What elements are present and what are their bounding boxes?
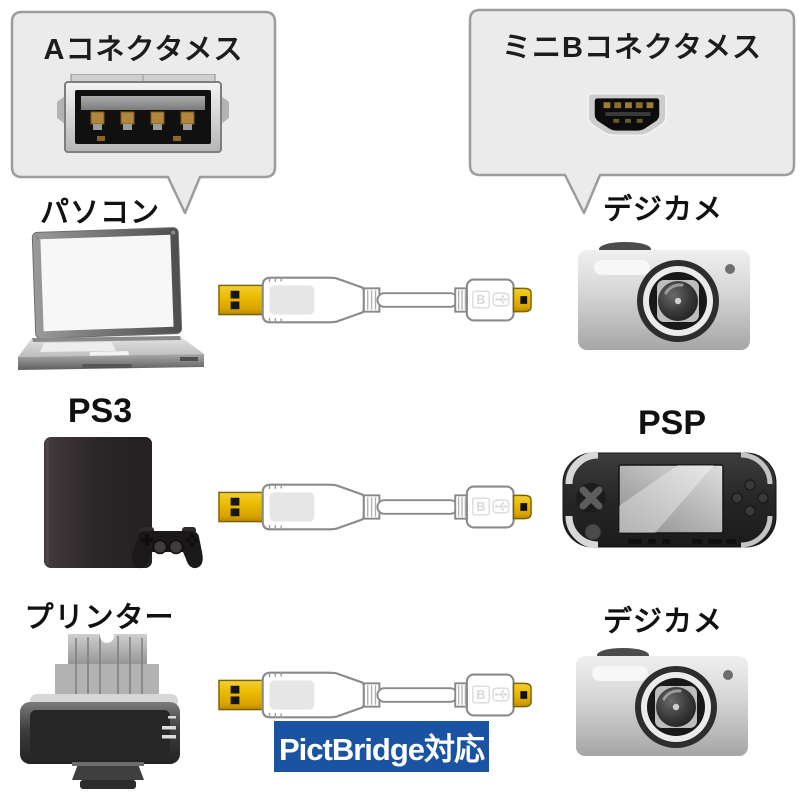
psp-buttons <box>731 479 769 517</box>
usb-mini-b-female-port-image <box>586 92 668 137</box>
digital-camera-illustration <box>578 240 750 352</box>
ps3-console-illustration <box>44 437 203 569</box>
digital-camera-illustration <box>576 646 748 758</box>
label-digicam-top: デジカメ <box>602 194 723 226</box>
callout-right-title: ミニBコネクタメス <box>502 32 762 64</box>
usb-mini-b-port-contacts <box>603 102 654 123</box>
usb-cable-illustration <box>218 271 533 329</box>
psp-analog-nub <box>584 523 602 541</box>
label-printer: プリンター <box>24 602 175 634</box>
usb-cable-illustration <box>218 666 533 724</box>
label-digicam-bottom: デジカメ <box>602 606 723 638</box>
psp-bottom-slots <box>628 539 736 544</box>
label-ps3: PS3 <box>67 392 133 430</box>
pictbridge-badge: PictBridge対応 <box>274 721 489 772</box>
label-psp: PSP <box>637 404 707 442</box>
printer-tray-ridges <box>75 636 143 696</box>
ps3-controller <box>132 527 203 569</box>
label-pc: パソコン <box>39 197 160 229</box>
usb-a-female-port-image <box>57 74 229 153</box>
usb-a-port-contacts <box>90 111 195 130</box>
usb-cable-illustration <box>218 478 533 536</box>
psp-screen <box>618 464 724 534</box>
laptop-illustration <box>18 227 204 370</box>
pictbridge-badge-label: PictBridge対応 <box>278 732 485 767</box>
printer-indicator-marks <box>162 716 176 739</box>
callout-left-title: Aコネクタメス <box>43 34 244 66</box>
psp-handheld-illustration <box>562 451 777 549</box>
printer-illustration <box>20 630 180 789</box>
